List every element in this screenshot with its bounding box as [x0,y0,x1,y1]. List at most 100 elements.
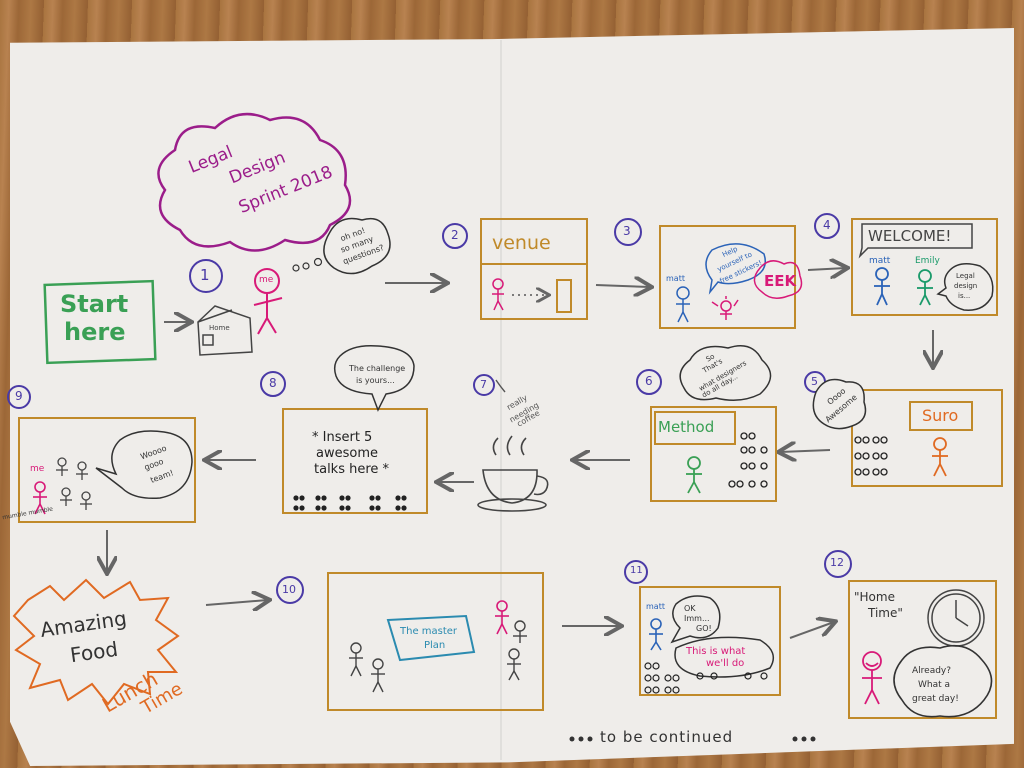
panel12-bubble-line1: Already? [912,666,952,676]
panel1-thought-dots [292,257,323,272]
arrow-5-to-6 [780,450,831,452]
step-number-2: 2 [451,228,459,242]
step-circle-10 [276,576,304,604]
step-number-5: 5 [811,375,818,388]
panel3-speech-bubble [705,243,766,295]
panel11-audience [644,662,768,694]
panel9-team-figures [56,457,92,510]
panel12-thought-cloud [893,644,993,718]
panel1-me-label: me [259,275,274,285]
panel12-bubble-line2: What a [918,680,951,690]
arrow-2-to-3 [595,285,650,287]
method-label: Method [658,418,715,436]
step-number-11: 11 [630,565,643,576]
start-line2: here [64,318,126,346]
panel10-pink-figure [495,600,509,635]
home-label: Home [209,324,230,332]
welcome-bubble [858,223,973,259]
panel3-person-figure [711,296,739,320]
suro-sign [909,401,973,431]
master-plan-paper [386,614,476,662]
panel5-audience [854,436,888,476]
start-box [43,279,157,365]
step-number-7: 7 [480,378,487,391]
panel11-speech-bubble-plan [674,636,775,678]
panel8-frame [282,408,428,514]
panel9-me-figure [33,481,47,515]
panel12-quote-line1: "Home [854,590,895,604]
panel8-bubble-line1: The challenge [349,364,406,373]
panel4-matt-figure [874,267,890,306]
eek-label: EEK [764,272,797,290]
panel9-speech-bubble [95,430,193,500]
venue-label: venue [492,232,551,254]
panel11-frame [639,586,781,696]
panel2-frame [480,218,588,320]
panel2-walking-figure [492,278,504,311]
panel8-speech-bubble [333,344,415,412]
step-circles [7,213,852,604]
lunch-starburst [12,578,180,706]
arrow-lunch-to-10 [205,600,268,605]
arrow-11-to-12 [789,622,834,639]
step-number-12: 12 [830,556,844,569]
panel6-method-figure [686,456,702,494]
panel11-plan-line2: we'll do [706,658,745,669]
panel1-me-figure [253,268,283,335]
panel4-emily-figure [917,269,933,306]
master-plan-line2: Plan [424,640,446,651]
panel3-frame [659,225,796,329]
panel4-speech-bubble [936,263,994,311]
step-circle-3 [614,218,642,246]
panel9-frame [18,417,196,523]
paper-fold [500,40,502,760]
panel12-bubble-line3: great day! [912,694,959,704]
panel1-thought-cloud [323,217,391,275]
panel6-frame [650,406,777,502]
footer-dots [569,736,816,742]
panel11-speech-bubble-go [670,595,721,644]
panel6-thought-cloud [679,345,772,401]
panel12-happy-figure [862,651,882,705]
step-number-9: 9 [15,389,23,403]
step-number-3: 3 [623,224,631,238]
coffee-cup-icon [477,435,549,512]
clock-icon [927,589,985,647]
panel4-emily-label: Emily [915,256,940,266]
step-circle-12 [824,550,852,578]
panel12-quote-line2: Time" [868,606,903,620]
step-circle-4 [814,213,840,239]
panel5-thought-cloud [812,378,867,430]
panel4-matt-label: matt [869,256,891,266]
house-icon [197,305,253,356]
step-circle-8 [260,371,286,397]
title-cloud [157,112,352,252]
panel11-bubble-line3: GO! [696,624,712,633]
panel8-text-line3: talks here * [314,462,390,477]
panel4-frame [851,218,998,316]
panel8-audience [293,495,407,511]
panel8-text-line2: awesome [316,446,378,461]
master-plan-line1: The master [400,626,458,637]
eek-cloud [753,260,803,299]
panel10-team-figures [349,620,527,693]
door-icon [556,279,572,313]
panel8-text-line1: * Insert 5 [312,430,373,445]
step-circle-6 [636,369,662,395]
step-circle-1 [189,259,223,293]
panel11-matt-figure [649,618,663,651]
panel5-suro-figure [932,437,948,477]
step-number-1: 1 [200,266,210,284]
arrow-3-to-4 [807,268,846,270]
panel11-plan-line1: This is what [686,646,746,657]
panel4-bubble-line1: Legal [956,272,975,280]
step-circle-2 [442,223,468,249]
step-number-6: 6 [645,374,653,388]
start-line1: Start [60,290,129,318]
step-circle-9 [7,385,31,409]
panel8-bubble-line2: is yours... [356,376,395,385]
suro-label: Suro [922,406,959,425]
panel3-matt-figure [676,286,690,323]
step-circle-7 [473,374,495,396]
